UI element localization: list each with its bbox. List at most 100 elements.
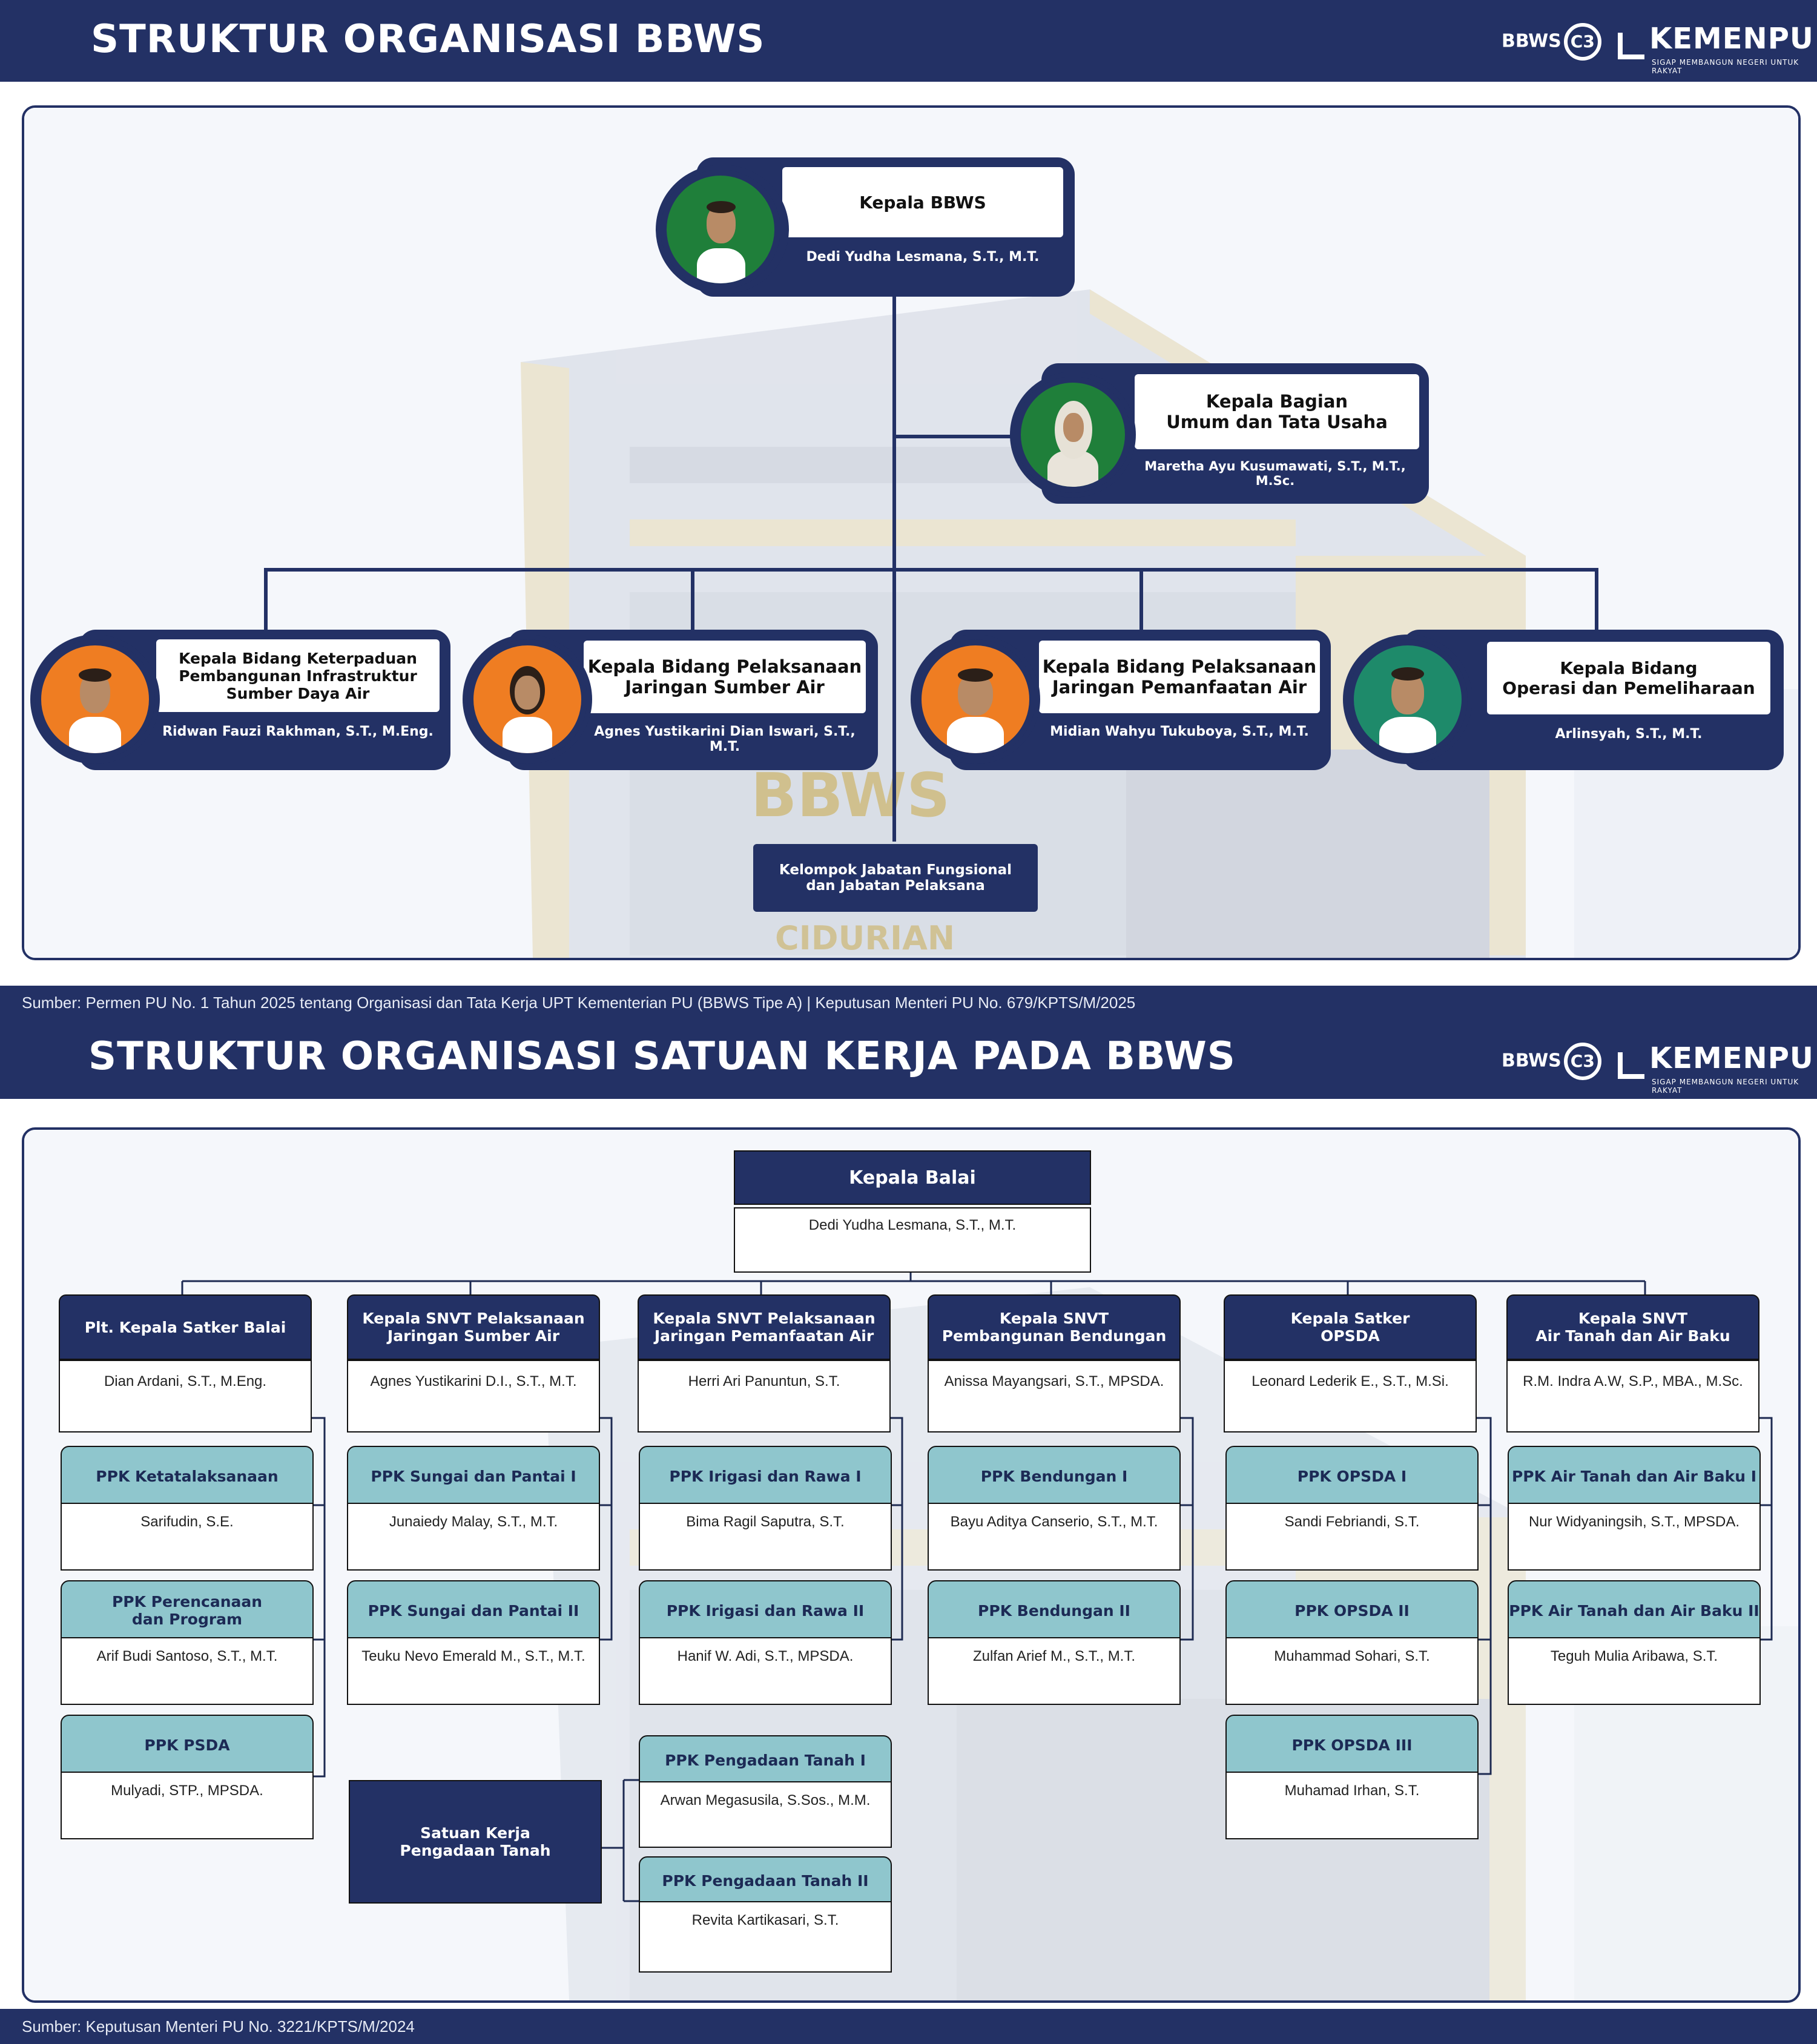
unit-head-1-name: Dian Ardani, S.T., M.Eng. xyxy=(59,1360,312,1432)
card-title: Kepala Bidang Pelaksanaan Jaringan Peman… xyxy=(1039,641,1320,713)
ppk-box-6-1[interactable]: PPK Air Tanah dan Air Baku I xyxy=(1508,1446,1761,1506)
ppk-box-3-2-name: Hanif W. Adi, S.T., MPSDA. xyxy=(639,1637,892,1705)
bidang-avatar-frame-1 xyxy=(30,635,160,764)
ppk-box-1-1-name: Sarifudin, S.E. xyxy=(61,1503,314,1571)
ppk-box-4-1-name: Bayu Aditya Canserio, S.T., M.T. xyxy=(928,1503,1181,1571)
ppk-box-2-1[interactable]: PPK Sungai dan Pantai I xyxy=(347,1446,600,1506)
avatar xyxy=(1015,377,1131,493)
ppk-box-1-3[interactable]: PPK PSDA xyxy=(61,1715,314,1775)
connector xyxy=(264,568,268,635)
unit-head-3[interactable]: Kepala SNVT Pelaksanaan Jaringan Pemanfa… xyxy=(638,1294,891,1360)
unit-head-1[interactable]: Plt. Kepala Satker Balai xyxy=(59,1294,312,1360)
bbws-logo-ring: C3 xyxy=(1563,23,1601,61)
building-sign-text-2: CIDURIAN xyxy=(775,919,955,957)
card-title: Kepala Bidang Keterpaduan Pembangunan In… xyxy=(156,639,440,712)
unit-head-4[interactable]: Kepala SNVT Pembangunan Bendungan xyxy=(928,1294,1181,1360)
connector xyxy=(691,568,694,635)
avatar xyxy=(35,639,155,759)
unit-head-6[interactable]: Kepala SNVT Air Tanah dan Air Baku xyxy=(1506,1294,1759,1360)
card-name: Arlinsyah, S.T., M.T. xyxy=(1555,727,1703,742)
card-name: Dedi Yudha Lesmana, S.T., M.T. xyxy=(806,249,1040,265)
kepala-bbws-avatar-frame xyxy=(656,165,789,294)
header-bar-2 xyxy=(0,1019,1817,1099)
ppk-box-4-2-name: Zulfan Arief M., S.T., M.T. xyxy=(928,1637,1181,1705)
ppk-box-5-2-name: Muhammad Sohari, S.T. xyxy=(1225,1637,1479,1705)
kelompok-jabatan-box[interactable]: Kelompok Jabatan Fungsional dan Jabatan … xyxy=(753,844,1038,912)
ppk-box-3-2[interactable]: PPK Irigasi dan Rawa II xyxy=(639,1580,892,1641)
unit-head-5[interactable]: Kepala Satker OPSDA xyxy=(1224,1294,1477,1360)
connector xyxy=(894,435,1015,438)
chart2-source: Sumber: Keputusan Menteri PU No. 3221/KP… xyxy=(22,2017,415,2036)
ppk-box-4-1[interactable]: PPK Bendungan I xyxy=(928,1446,1181,1506)
chart2-title: STRUKTUR ORGANISASI SATUAN KERJA PADA BB… xyxy=(88,1034,1236,1079)
satker-pengadaan-tanah[interactable]: Satuan Kerja Pengadaan Tanah xyxy=(349,1780,602,1904)
ppk-box-1-2-name: Arif Budi Santoso, S.T., M.T. xyxy=(61,1637,314,1705)
header-bar-1 xyxy=(0,0,1817,82)
ppk-pengadaan-tanah-1-name: Arwan Megasusila, S.Sos., M.M. xyxy=(639,1781,892,1848)
unit-head-3-name: Herri Ari Panuntun, S.T. xyxy=(638,1360,891,1432)
chart1-source: Sumber: Permen PU No. 1 Tahun 2025 tenta… xyxy=(22,994,1136,1012)
kemenpu-tagline: SIGAP MEMBANGUN NEGERI UNTUK RAKYAT xyxy=(1652,1077,1799,1095)
ppk-box-3-1-name: Bima Ragil Saputra, S.T. xyxy=(639,1503,892,1571)
ppk-box-5-2[interactable]: PPK OPSDA II xyxy=(1225,1580,1479,1641)
kemenpu-mark-icon xyxy=(1618,32,1644,59)
card-title: Kepala Bidang Operasi dan Pemeliharaan xyxy=(1487,642,1770,714)
card-name: Agnes Yustikarini Dian Iswari, S.T., M.T… xyxy=(594,724,856,754)
bbws-logo-text: BBWS xyxy=(1502,30,1561,52)
kemenpu-logo-text: KEMENPU xyxy=(1649,1041,1814,1075)
ppk-pengadaan-tanah-2[interactable]: PPK Pengadaan Tanah II xyxy=(639,1856,892,1905)
ppk-box-2-1-name: Junaiedy Malay, S.T., M.T. xyxy=(347,1503,600,1571)
bidang-card-2[interactable]: Kepala Bidang Pelaksanaan Jaringan Sumbe… xyxy=(507,630,878,770)
kepala-balai-name: Dedi Yudha Lesmana, S.T., M.T. xyxy=(734,1207,1091,1273)
kelompok-label: Kelompok Jabatan Fungsional dan Jabatan … xyxy=(779,862,1012,894)
ppk-box-3-1[interactable]: PPK Irigasi dan Rawa I xyxy=(639,1446,892,1506)
ppk-pengadaan-tanah-1[interactable]: PPK Pengadaan Tanah I xyxy=(639,1735,892,1785)
kepala-balai-title[interactable]: Kepala Balai xyxy=(734,1150,1091,1205)
connector xyxy=(892,291,896,842)
ppk-box-6-1-name: Nur Widyaningsih, S.T., MPSDA. xyxy=(1508,1503,1761,1571)
bidang-avatar-frame-4 xyxy=(1343,635,1472,764)
card-name: Midian Wahyu Tukuboya, S.T., M.T. xyxy=(1050,724,1309,739)
ppk-box-1-3-name: Mulyadi, STP., MPSDA. xyxy=(61,1772,314,1839)
avatar xyxy=(467,639,587,759)
bbws-logo-text: BBWS xyxy=(1502,1050,1561,1072)
source-bar-1 xyxy=(0,986,1817,1019)
unit-head-4-name: Anissa Mayangsari, S.T., MPSDA. xyxy=(928,1360,1181,1432)
unit-head-5-name: Leonard Lederik E., S.T., M.Si. xyxy=(1224,1360,1477,1432)
bidang-avatar-frame-2 xyxy=(463,635,592,764)
ppk-pengadaan-tanah-2-name: Revita Kartikasari, S.T. xyxy=(639,1901,892,1973)
card-name: Maretha Ayu Kusumawati, S.T., M.T., M.Sc… xyxy=(1144,459,1406,488)
ppk-box-2-2-name: Teuku Nevo Emerald M., S.T., M.T. xyxy=(347,1637,600,1705)
building-sign-text: BBWS xyxy=(751,760,950,831)
avatar xyxy=(915,639,1035,759)
unit-head-2[interactable]: Kepala SNVT Pelaksanaan Jaringan Sumber … xyxy=(347,1294,600,1360)
ppk-box-1-2[interactable]: PPK Perencanaan dan Program xyxy=(61,1580,314,1641)
connector xyxy=(1139,568,1143,635)
card-title: Kepala Bidang Pelaksanaan Jaringan Sumbe… xyxy=(584,641,866,713)
avatar xyxy=(1348,639,1468,759)
chart1-title: STRUKTUR ORGANISASI BBWS xyxy=(91,17,765,62)
ppk-box-1-1[interactable]: PPK Ketatalaksanaan xyxy=(61,1446,314,1506)
ppk-box-4-2[interactable]: PPK Bendungan II xyxy=(928,1580,1181,1641)
ppk-box-2-2[interactable]: PPK Sungai dan Pantai II xyxy=(347,1580,600,1641)
ppk-box-5-1[interactable]: PPK OPSDA I xyxy=(1225,1446,1479,1506)
avatar xyxy=(661,170,780,289)
unit-head-2-name: Agnes Yustikarini D.I., S.T., M.T. xyxy=(347,1360,600,1432)
ppk-box-5-3-name: Muhamad Irhan, S.T. xyxy=(1225,1772,1479,1839)
ppk-box-5-1-name: Sandi Febriandi, S.T. xyxy=(1225,1503,1479,1571)
source-bar-2 xyxy=(0,2009,1817,2044)
kemenpu-tagline: SIGAP MEMBANGUN NEGERI UNTUK RAKYAT xyxy=(1652,58,1799,75)
kemenpu-mark-icon xyxy=(1618,1052,1644,1079)
ppk-box-6-2-name: Teguh Mulia Aribawa, S.T. xyxy=(1508,1637,1761,1705)
bidang-avatar-frame-3 xyxy=(911,635,1040,764)
kepala-bagian-avatar-frame xyxy=(1010,372,1136,498)
kemenpu-logo: KEMENPU SIGAP MEMBANGUN NEGERI UNTUK RAK… xyxy=(1618,22,1817,75)
card-title: Kepala Bagian Umum dan Tata Usaha xyxy=(1135,374,1419,449)
ppk-box-6-2[interactable]: PPK Air Tanah dan Air Baku II xyxy=(1508,1580,1761,1641)
unit-head-6-name: R.M. Indra A.W, S.P., MBA., M.Sc. xyxy=(1506,1360,1759,1432)
ppk-box-5-3[interactable]: PPK OPSDA III xyxy=(1225,1715,1479,1775)
kemenpu-logo-2: KEMENPU SIGAP MEMBANGUN NEGERI UNTUK RAK… xyxy=(1618,1041,1817,1095)
connector xyxy=(1595,568,1598,635)
